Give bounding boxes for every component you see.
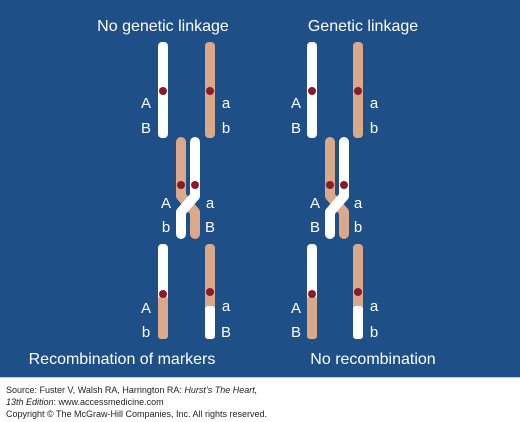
- caption-recombination-of-markers: Recombination of markers: [29, 351, 216, 368]
- marker-label: A: [161, 195, 171, 212]
- source-footer: Source: Fuster V, Walsh RA, Harrington R…: [0, 377, 520, 422]
- title-genetic-linkage: Genetic linkage: [308, 18, 418, 35]
- right-crossover-pair: A B a b: [310, 137, 363, 239]
- chromosome-white: [325, 137, 349, 239]
- caption-no-recombination: No recombination: [310, 351, 435, 368]
- linkage-diagram: No genetic linkage Genetic linkage A B a…: [29, 18, 436, 368]
- chromosome-tan-segment: [158, 296, 168, 339]
- edition: 13th Edition: [6, 397, 54, 407]
- marker-label: A: [291, 95, 301, 112]
- marker-label: B: [291, 120, 301, 137]
- marker-label: A: [141, 95, 151, 112]
- centromere: [159, 290, 167, 298]
- marker-label: b: [370, 120, 378, 137]
- marker-label: b: [162, 219, 170, 236]
- centromere: [206, 288, 214, 296]
- centromere: [191, 181, 199, 189]
- marker-label: a: [206, 195, 215, 212]
- chromosome-white-segment: [205, 306, 215, 339]
- source-line: Source: Fuster V, Walsh RA, Harrington R…: [6, 384, 520, 396]
- title-no-genetic-linkage: No genetic linkage: [97, 18, 229, 35]
- marker-label: a: [222, 95, 231, 112]
- centromere: [308, 87, 316, 95]
- diagram-figure: No genetic linkage Genetic linkage A B a…: [0, 0, 520, 377]
- centromere: [326, 181, 334, 189]
- marker-label: B: [221, 324, 231, 341]
- marker-label: B: [291, 324, 301, 341]
- marker-label: b: [354, 219, 362, 236]
- marker-label: A: [141, 300, 151, 317]
- marker-label: B: [141, 120, 151, 137]
- marker-label: a: [370, 298, 379, 315]
- copyright-line: Copyright © The McGraw-Hill Companies, I…: [6, 409, 268, 419]
- centromere: [340, 181, 348, 189]
- chromosome-white-segment: [353, 306, 363, 339]
- left-bottom-pair: A b a B: [141, 244, 231, 341]
- marker-label: b: [142, 324, 150, 341]
- chromosome-white: [176, 137, 200, 239]
- centromere: [206, 87, 214, 95]
- marker-label: b: [370, 324, 378, 341]
- left-top-pair: A B a b: [141, 42, 231, 138]
- centromere: [308, 290, 316, 298]
- centromere: [159, 87, 167, 95]
- marker-label: a: [370, 95, 379, 112]
- centromere: [354, 87, 362, 95]
- edition-line: 13th Edition: www.accessmedicine.com: [6, 396, 520, 408]
- left-crossover-pair: A b a B: [161, 137, 215, 239]
- marker-label: A: [291, 300, 301, 317]
- marker-label: a: [354, 195, 363, 212]
- source-prefix: Source: Fuster V, Walsh RA, Harrington R…: [6, 385, 185, 395]
- marker-label: A: [310, 195, 320, 212]
- book-title: Hurst’s The Heart,: [184, 385, 258, 395]
- right-top-pair: A B a b: [291, 42, 379, 138]
- site-link[interactable]: : www.accessmedicine.com: [53, 397, 164, 407]
- marker-label: B: [205, 219, 215, 236]
- marker-label: B: [310, 219, 320, 236]
- chromosome-tan-segment: [307, 296, 317, 339]
- centromere: [177, 181, 185, 189]
- marker-label: a: [222, 298, 231, 315]
- marker-label: b: [222, 120, 230, 137]
- right-bottom-pair: A B a b: [291, 244, 379, 341]
- centromere: [354, 288, 362, 296]
